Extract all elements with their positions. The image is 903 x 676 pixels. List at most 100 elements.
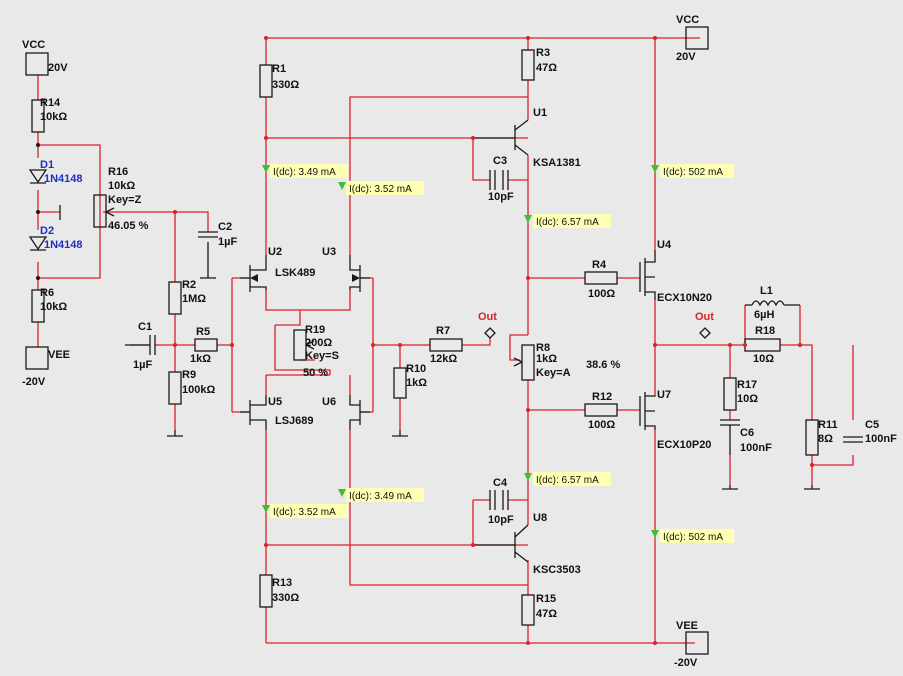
- vcc-right-value: 20V: [676, 51, 696, 63]
- u1-symbol[interactable]: [473, 119, 529, 156]
- wire-r16-wiper: [103, 211, 209, 430]
- junction: [173, 343, 177, 347]
- c5-symbol[interactable]: [843, 436, 863, 443]
- c6-symbol[interactable]: [720, 419, 740, 455]
- u8-ref: U8: [533, 512, 547, 524]
- junction: [526, 36, 530, 40]
- vee-left-box[interactable]: [25, 346, 49, 370]
- junction: [398, 343, 402, 347]
- r4-body[interactable]: [584, 271, 618, 285]
- u7-part: ECX10P20: [657, 439, 711, 451]
- r1-value: 330Ω: [272, 79, 299, 91]
- c1-value: 1µF: [133, 359, 152, 371]
- r6-ref: R6: [40, 287, 54, 299]
- probe-4-text: I(dc): 502 mA: [663, 167, 723, 178]
- junction: [36, 143, 40, 147]
- r17-ref: R17: [737, 379, 757, 391]
- component-symbols: [25, 26, 863, 655]
- c6-ref: C6: [740, 427, 754, 439]
- u7-symbol[interactable]: [639, 392, 656, 430]
- probe-4-arrow: [651, 165, 659, 173]
- l1-symbol[interactable]: [745, 300, 800, 307]
- r15-ref: R15: [536, 593, 556, 605]
- junctions: [36, 36, 814, 645]
- out-flag-right[interactable]: [699, 327, 711, 339]
- r11-value: 8Ω: [818, 433, 833, 445]
- r10-value: 1kΩ: [406, 377, 427, 389]
- r11-body[interactable]: [805, 419, 819, 456]
- r16-value: 10kΩ: [108, 180, 135, 192]
- ground-c6: [722, 485, 738, 490]
- junction: [526, 641, 530, 645]
- r14-body[interactable]: [31, 99, 45, 133]
- u3-symbol[interactable]: [349, 255, 370, 292]
- wire-r19: [265, 310, 351, 395]
- probe-2-arrow: [338, 182, 346, 190]
- out-flag-mid[interactable]: [484, 327, 496, 339]
- r17-body[interactable]: [723, 377, 737, 411]
- r14-value: 10kΩ: [40, 111, 67, 123]
- d1-symbol[interactable]: [28, 169, 48, 184]
- r10-body[interactable]: [393, 367, 407, 399]
- r1-body[interactable]: [259, 64, 273, 98]
- probe-5-arrow: [338, 489, 346, 497]
- r7-value: 12kΩ: [430, 353, 457, 365]
- ground-r9: [167, 430, 183, 437]
- l1-value: 6µH: [754, 309, 774, 321]
- u7-ref: U7: [657, 389, 671, 401]
- junction: [264, 136, 268, 140]
- r15-body[interactable]: [521, 594, 535, 626]
- probe-1-text: I(dc): 3.49 mA: [273, 167, 336, 178]
- r3-body[interactable]: [521, 49, 535, 81]
- r13-value: 330Ω: [272, 592, 299, 604]
- vcc-left-box[interactable]: [25, 52, 49, 76]
- u2-symbol[interactable]: [240, 255, 267, 292]
- probe-1-arrow: [262, 165, 270, 173]
- vcc-right-box[interactable]: [685, 26, 709, 50]
- probe-4-bg: [660, 164, 734, 178]
- r8-body[interactable]: [521, 344, 535, 381]
- r12-body[interactable]: [584, 403, 618, 417]
- r9-body[interactable]: [168, 371, 182, 405]
- probe-8-arrow: [651, 530, 659, 538]
- labels: VCC 20V VEE -20V VCC 20V VEE -20V R14 10…: [22, 14, 897, 669]
- r7-body[interactable]: [429, 338, 463, 352]
- u5-symbol[interactable]: [240, 395, 267, 430]
- r6-value: 10kΩ: [40, 301, 67, 313]
- r5-ref: R5: [196, 326, 210, 338]
- r16-body[interactable]: [93, 194, 107, 228]
- r19-wiper-arrow: [305, 340, 315, 350]
- vee-right-name: VEE: [676, 620, 698, 632]
- r6-body[interactable]: [31, 289, 45, 323]
- r18-body[interactable]: [744, 338, 781, 352]
- probe-6-text: I(dc): 3.52 mA: [273, 507, 336, 518]
- r19-value: 200Ω: [305, 337, 332, 349]
- r5-body[interactable]: [194, 338, 218, 352]
- c4-symbol[interactable]: [489, 490, 509, 510]
- r5-value: 1kΩ: [190, 353, 211, 365]
- wire-driver-col: [472, 38, 640, 643]
- ground-c2: [200, 242, 216, 279]
- r10-ref: R10: [406, 363, 426, 375]
- junction: [36, 276, 40, 280]
- r16-ref: R16: [108, 166, 128, 178]
- r4-ref: R4: [592, 259, 607, 271]
- u6-symbol[interactable]: [349, 395, 370, 430]
- probe-7-bg: [533, 472, 611, 486]
- vee-right-box[interactable]: [685, 631, 709, 655]
- probe-3-text: I(dc): 6.57 mA: [536, 217, 599, 228]
- r19-pct: 50 %: [303, 367, 328, 379]
- c1-symbol[interactable]: [149, 335, 156, 355]
- r1-ref: R1: [272, 63, 286, 75]
- vcc-right-name: VCC: [676, 14, 699, 26]
- c3-symbol[interactable]: [489, 170, 509, 190]
- r2-body[interactable]: [168, 281, 182, 315]
- probe-3-arrow: [524, 215, 532, 223]
- r2-ref: R2: [182, 279, 196, 291]
- d2-symbol[interactable]: [28, 236, 48, 251]
- r13-body[interactable]: [259, 574, 273, 608]
- u4-symbol[interactable]: [639, 250, 656, 300]
- d1-value: 1N4148: [44, 173, 83, 185]
- u8-symbol[interactable]: [473, 524, 529, 563]
- c2-symbol[interactable]: [198, 231, 218, 238]
